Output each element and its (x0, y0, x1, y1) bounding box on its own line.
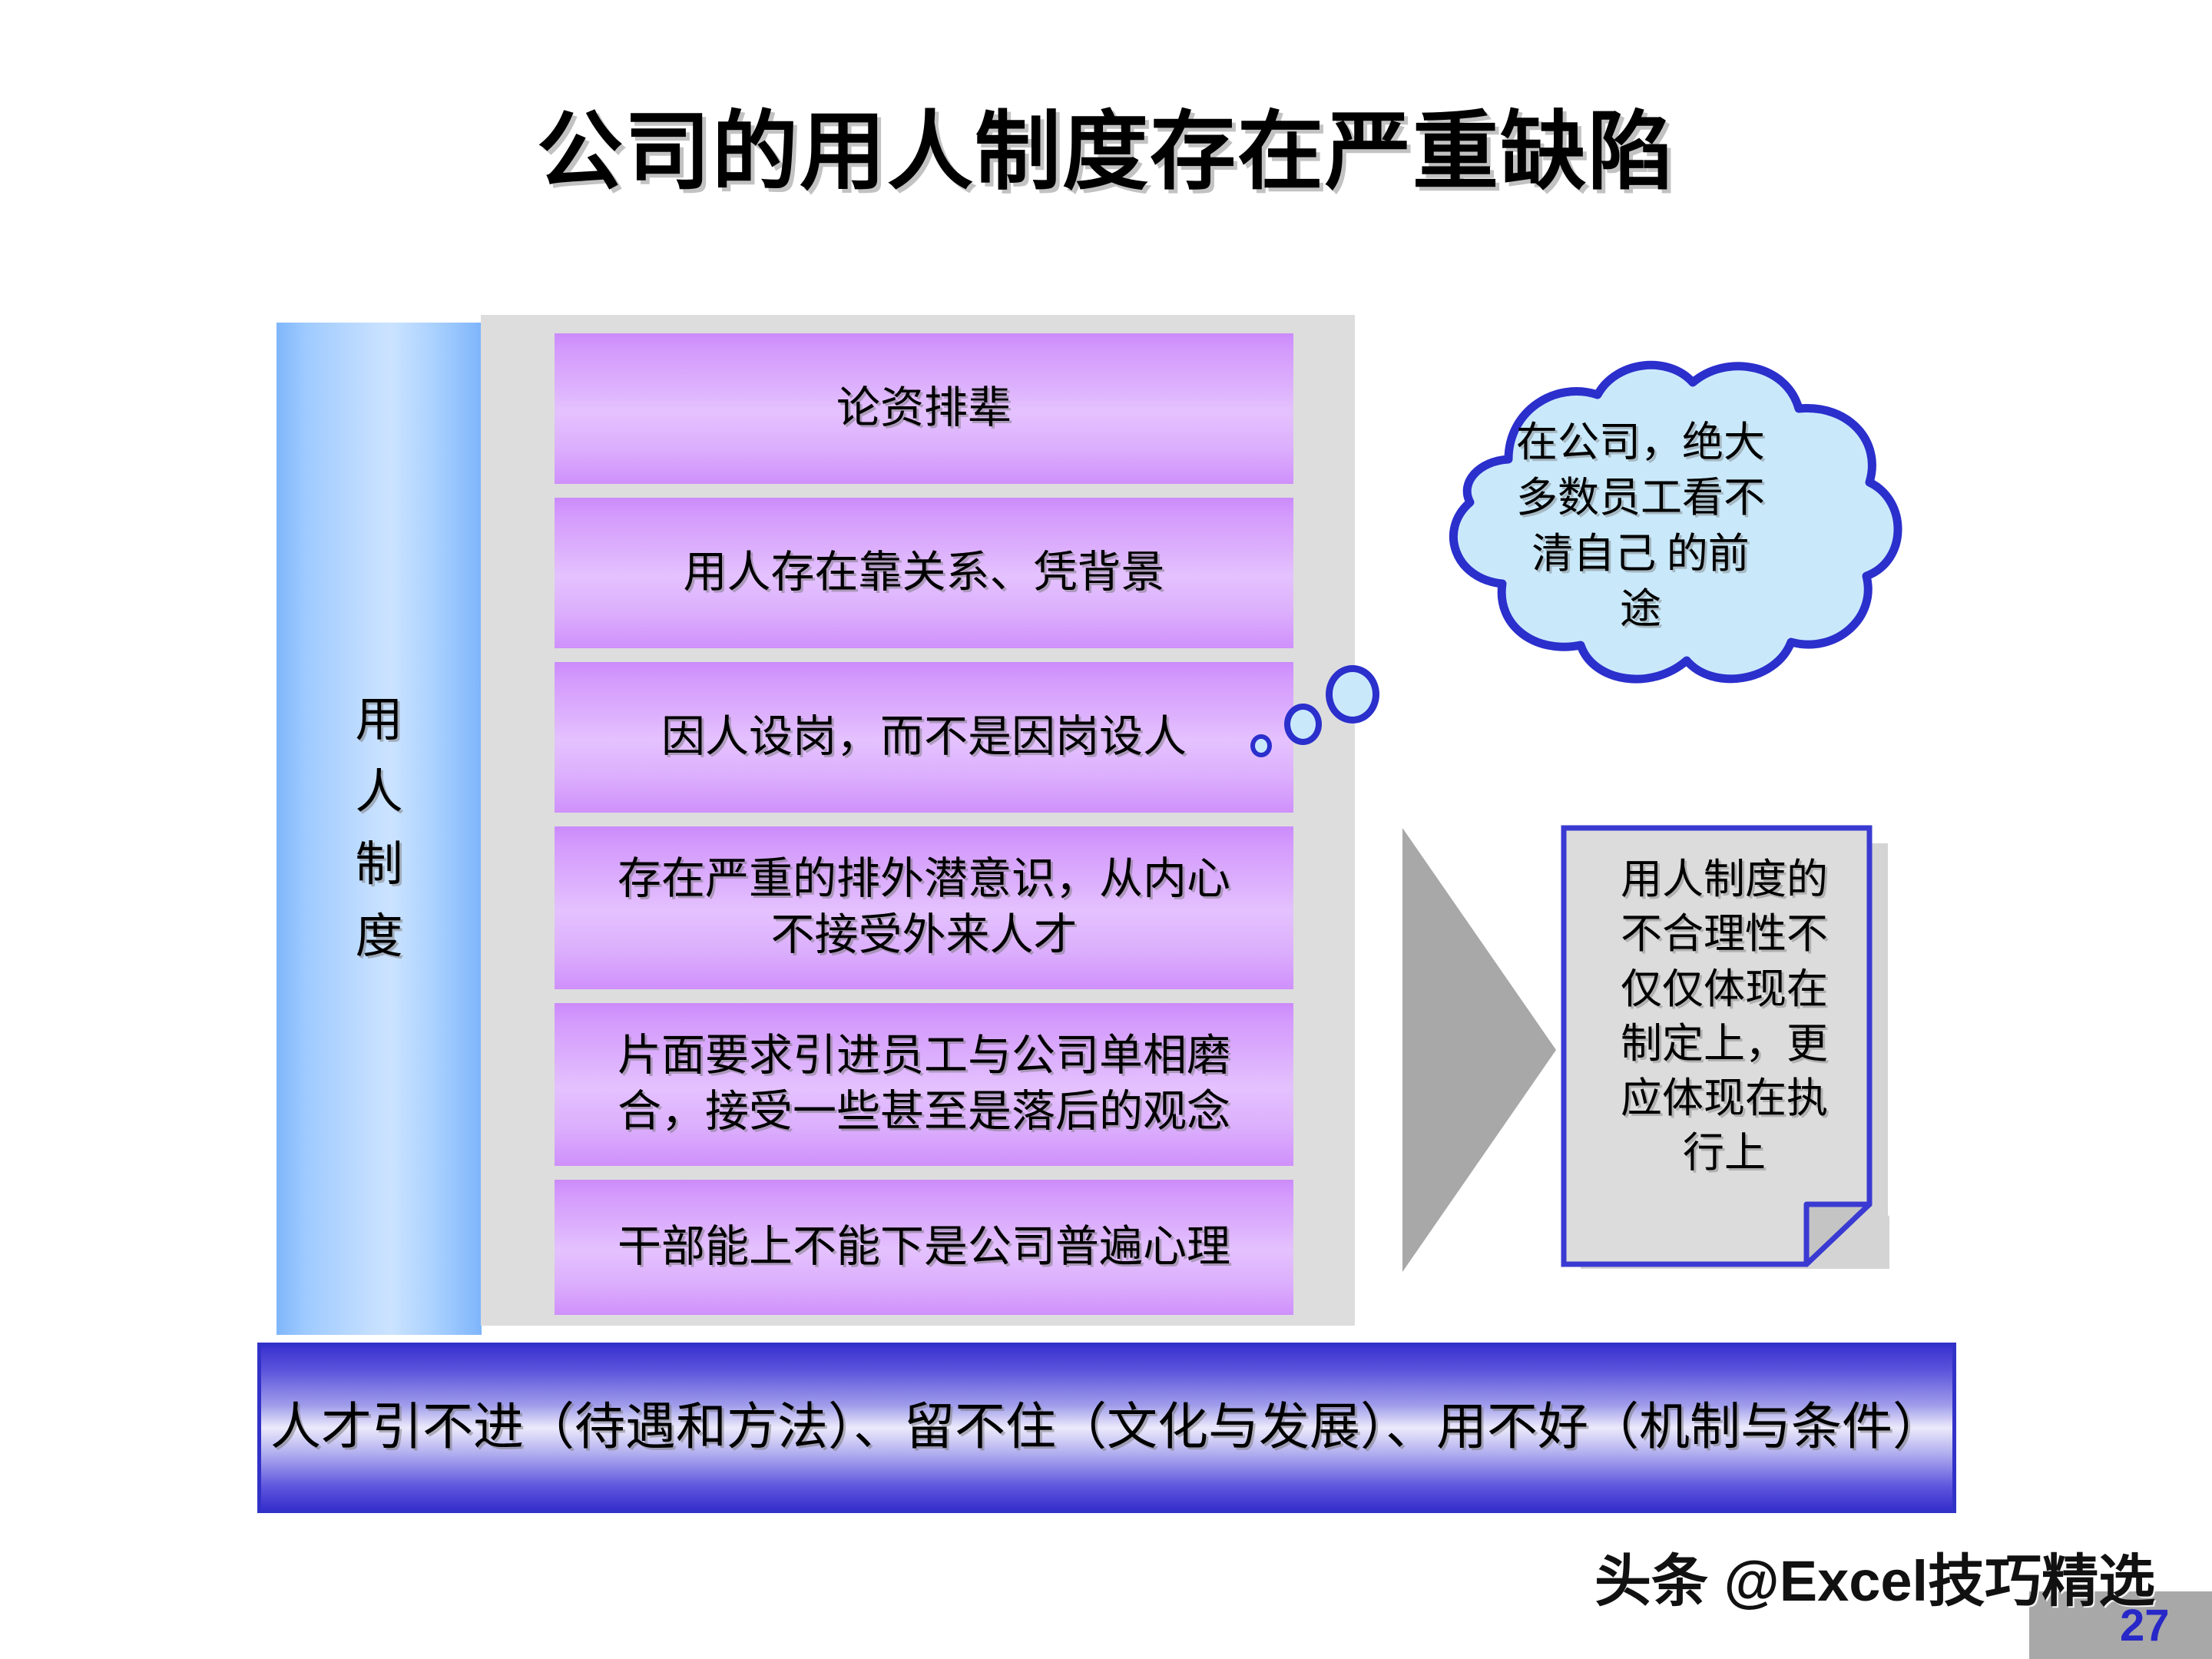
thought-bubble-large-icon (1326, 665, 1379, 724)
cloud-shape-icon (1449, 360, 1902, 684)
page-title: 公司的用人制度存在严重缺陷 (537, 104, 1675, 200)
issue-row-label: 干部能上不能下是公司普遍心理 (618, 1222, 1230, 1271)
vertical-category-label: 用 人 制 度 (276, 323, 482, 1335)
issue-row-label: 存在严重的排外潜意识，从内心 不接受外来人才 (618, 855, 1230, 959)
issue-row-label: 片面要求引进员工与公司单相磨 合，接受一些甚至是落后的观念 (618, 1031, 1230, 1136)
thought-cloud-callout: 在公司，绝大 多数员工看不 清自己 的前 途 (1358, 344, 1926, 713)
issue-row[interactable]: 片面要求引进员工与公司单相磨 合，接受一些甚至是落后的观念 (555, 1003, 1293, 1166)
vertical-label-char-1: 人 (355, 766, 403, 819)
folded-document-icon (1561, 825, 1889, 1269)
vertical-label-char-0: 用 (355, 694, 403, 747)
issue-row[interactable]: 因人设岗，而不是因岗设人 (555, 662, 1293, 813)
thought-cloud-text: 在公司，绝大 多数员工看不 清自己 的前 途 (1516, 419, 1765, 633)
vertical-category-bar: 用 人 制 度 (276, 323, 482, 1335)
issue-row-label: 用人存在靠关系、凭背景 (683, 548, 1165, 597)
footer-grey-strip (2029, 1591, 2212, 1659)
vertical-label-char-2: 制 (355, 839, 403, 891)
right-arrow-icon (1402, 828, 1556, 1272)
issue-list-panel: 论资排辈 用人存在靠关系、凭背景 因人设岗，而不是因岗设人 存在严重的排外潜意识… (481, 315, 1355, 1326)
conclusion-note-text: 用人制度的 不合理性不 仅仅体现在 制定上，更 应体现在执 行上 (1621, 856, 1828, 1177)
vertical-label-char-3: 度 (355, 911, 403, 964)
issue-row-label: 论资排辈 (836, 383, 1012, 432)
summary-banner: 人才引不进（待遇和方法）、留不住（文化与发展）、用不好（机制与条件） (257, 1343, 1956, 1513)
summary-banner-text: 人才引不进（待遇和方法）、留不住（文化与发展）、用不好（机制与条件） (270, 1399, 1943, 1456)
thought-bubble-small-icon (1250, 734, 1272, 757)
conclusion-note: 用人制度的 不合理性不 仅仅体现在 制定上，更 应体现在执 行上 (1559, 823, 1889, 1269)
page-number: 27 (2120, 1601, 2170, 1651)
issue-row[interactable]: 用人存在靠关系、凭背景 (555, 498, 1293, 648)
watermark-text: 头条 @Excel技巧精选 (1594, 1549, 2156, 1613)
issue-row-label: 因人设岗，而不是因岗设人 (661, 712, 1187, 761)
thought-bubble-medium-icon (1284, 704, 1322, 745)
issue-row[interactable]: 存在严重的排外潜意识，从内心 不接受外来人才 (555, 826, 1293, 989)
issue-row[interactable]: 干部能上不能下是公司普遍心理 (555, 1180, 1293, 1315)
issue-row[interactable]: 论资排辈 (555, 333, 1293, 484)
